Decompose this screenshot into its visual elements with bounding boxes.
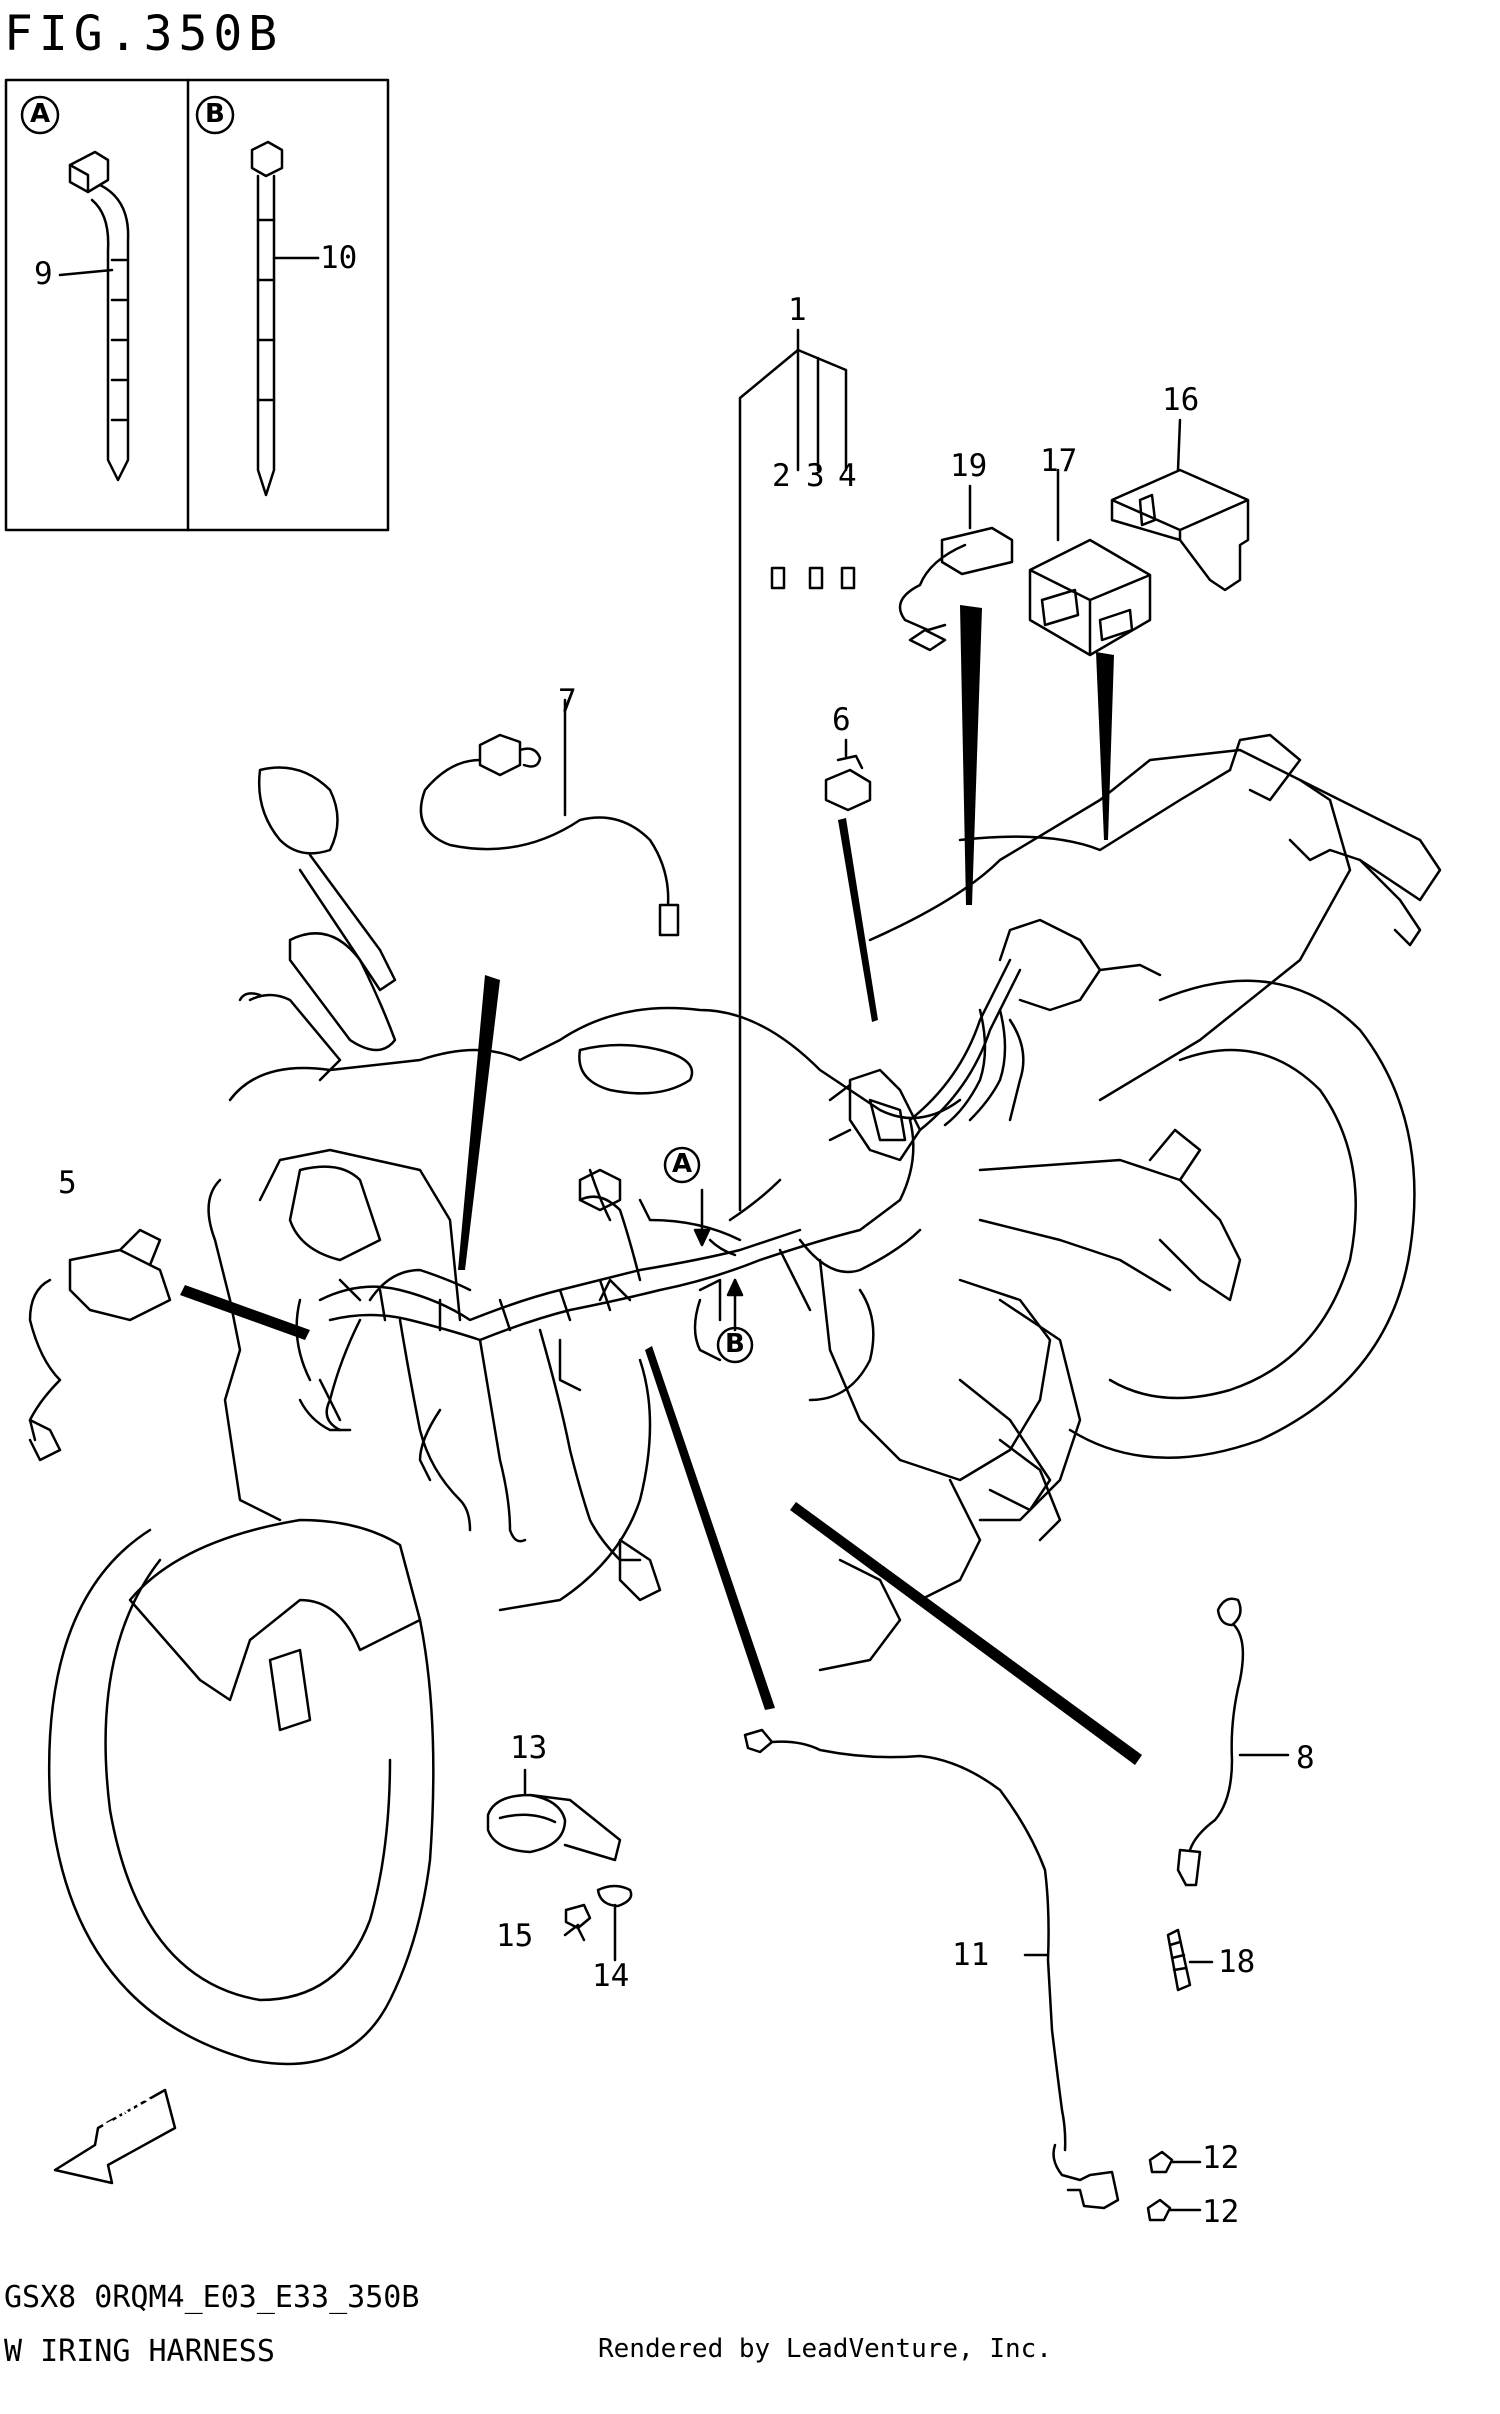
callout-13: 13 xyxy=(510,1730,548,1766)
bolt-12b-icon xyxy=(1146,2198,1202,2222)
sensor-8-icon xyxy=(1176,1597,1290,1887)
leader-wedge xyxy=(645,1346,775,1710)
marker-arrows xyxy=(693,1188,744,1332)
figure-code: GSX8 0RQM4_E03_E33_350B xyxy=(4,2280,420,2315)
figure-name: W IRING HARNESS xyxy=(4,2334,275,2369)
callout-15: 15 xyxy=(496,1918,534,1954)
main-harness xyxy=(28,918,1162,1602)
fuse-icons xyxy=(770,566,856,590)
callout-7: 7 xyxy=(558,683,577,719)
cover-16-icon xyxy=(1110,418,1250,592)
leader-wedge xyxy=(180,1285,310,1340)
bolt-12-icon xyxy=(1148,2150,1202,2174)
leader-wedge xyxy=(790,1502,1142,1765)
callout-16: 16 xyxy=(1162,382,1200,418)
horn-13-icon xyxy=(486,1768,622,1862)
inset-a-letter: A xyxy=(30,99,51,129)
ecu-17-icon xyxy=(1028,468,1152,657)
inset-b-letter: B xyxy=(205,99,225,129)
tie-10-icon xyxy=(250,140,320,497)
sensor-7-icon xyxy=(419,698,680,937)
callout-14: 14 xyxy=(592,1958,630,1994)
sensor-cable-11 xyxy=(743,1728,1120,2210)
bolt-18-icon xyxy=(1166,1928,1214,1992)
callout-8: 8 xyxy=(1296,1740,1315,1776)
inset-box xyxy=(4,78,390,532)
bracket-1 xyxy=(738,328,848,1212)
callout-19: 19 xyxy=(950,448,988,484)
callout-17: 17 xyxy=(1040,443,1078,479)
fwd-arrow-icon xyxy=(53,2088,177,2185)
callout-5: 5 xyxy=(58,1165,77,1201)
callout-11: 11 xyxy=(952,1937,990,1973)
callout-12: 12 xyxy=(1202,2140,1240,2176)
relay-19-icon xyxy=(898,484,1014,652)
leader-wedge xyxy=(458,975,500,1270)
callout-9: 9 xyxy=(34,256,53,292)
callout-2: 2 xyxy=(772,458,791,494)
render-credit: Rendered by LeadVenture, Inc. xyxy=(598,2334,1052,2364)
callout-4: 4 xyxy=(838,458,857,494)
marker-a-letter: A xyxy=(672,1149,693,1179)
callout-3: 3 xyxy=(806,458,825,494)
washer-14-icon xyxy=(596,1884,633,1962)
connector-6-icon xyxy=(824,738,872,812)
figure-title: FIG.350B xyxy=(4,6,284,62)
callout-18: 18 xyxy=(1218,1944,1256,1980)
motorcycle-outline xyxy=(48,733,1442,2066)
callout-1: 1 xyxy=(788,292,807,328)
leader-wedge xyxy=(838,818,878,1022)
leader-wedge xyxy=(960,605,982,905)
callout-10: 10 xyxy=(320,240,358,276)
circled-markers xyxy=(20,95,754,1364)
callout-12b: 12 xyxy=(1202,2194,1240,2230)
leader-wedge xyxy=(1096,652,1114,840)
clamp-9-icon xyxy=(58,150,130,482)
callout-6: 6 xyxy=(832,702,851,738)
bolt-15-icon xyxy=(563,1903,592,1942)
marker-b-letter: B xyxy=(725,1329,745,1359)
